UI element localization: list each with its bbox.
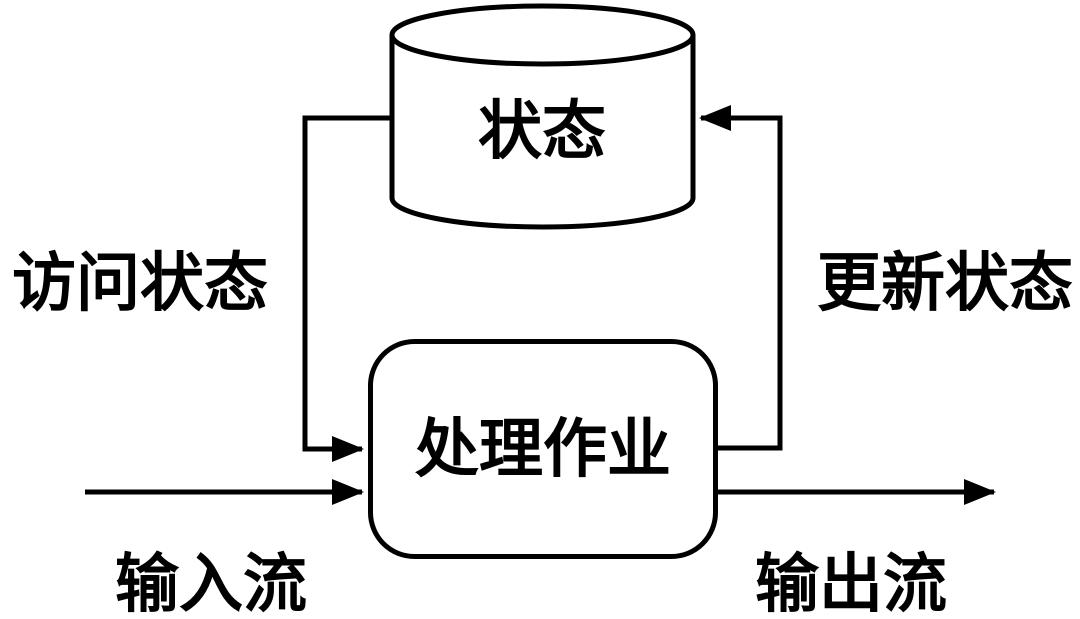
cylinder-top (389, 3, 696, 67)
access-state-label: 访问状态 (12, 247, 268, 319)
output-stream-label: 输出流 (755, 548, 947, 619)
state-store-label: 状态 (478, 95, 606, 167)
update-state-label: 更新状态 (817, 247, 1073, 319)
state-store-cylinder: 状态 (389, 3, 696, 230)
input-stream-label: 输入流 (115, 548, 307, 619)
processing-job-label: 处理作业 (415, 413, 671, 485)
processing-job-box: 处理作业 (368, 339, 718, 559)
cylinder-body (389, 35, 696, 230)
processing-job-rect (368, 339, 718, 559)
update-state-arrow (699, 105, 783, 451)
access-state-arrow (302, 115, 392, 462)
